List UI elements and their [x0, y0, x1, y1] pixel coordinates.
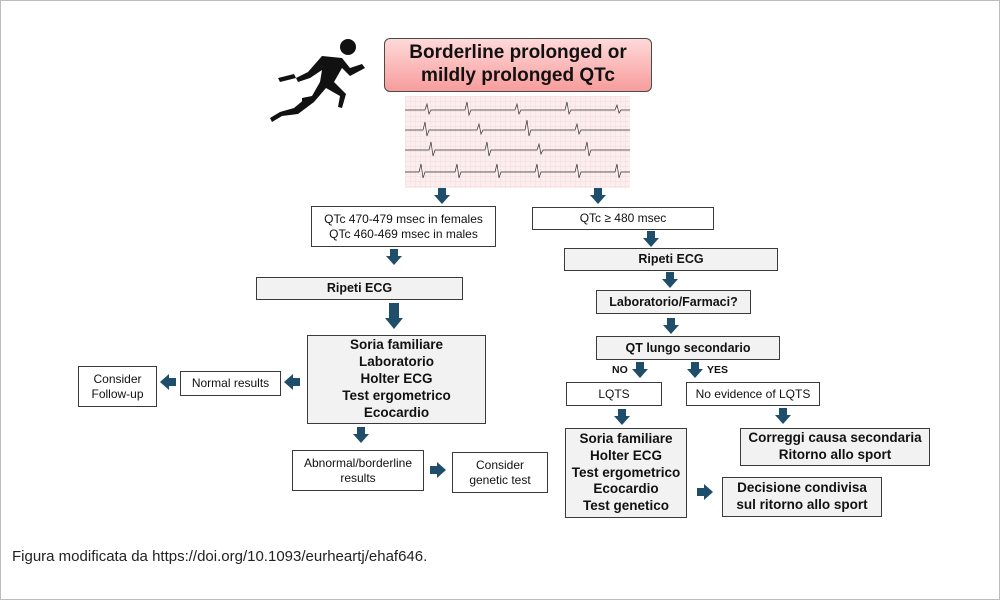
down-arrow-icon	[632, 362, 648, 378]
criteria-480: QTc ≥ 480 msec	[579, 211, 667, 226]
title-line-1: Borderline prolonged or	[409, 42, 627, 64]
lqts-box: LQTS	[566, 382, 662, 406]
workup-item: Holter ECG	[589, 447, 662, 463]
abnormal-results-box: Abnormal/borderline results	[292, 450, 424, 491]
consider-label: Consider	[93, 372, 142, 387]
down-arrow-icon	[590, 188, 606, 204]
title-line-2: mildly prolonged QTc	[421, 65, 615, 86]
followup-label: Follow-up	[91, 386, 144, 401]
workup-item: Test ergometrico	[571, 464, 681, 480]
consider-followup-box: Consider Follow-up	[78, 366, 157, 407]
down-arrow-icon	[386, 249, 402, 265]
results-label: results	[340, 470, 376, 485]
left-workup-box: Soria familiare Laboratorio Holter ECG T…	[307, 335, 486, 424]
normal-results-label: Normal results	[191, 376, 270, 391]
return-sport-label: Ritorno allo sport	[778, 447, 892, 462]
secondary-lqt-label: QT lungo secondario	[625, 340, 751, 355]
down-arrow-icon	[662, 272, 678, 288]
down-arrow-icon	[775, 408, 791, 424]
right-workup-box: Soria familiare Holter ECG Test ergometr…	[565, 428, 687, 518]
left-repeat-ecg-label: Ripeti ECG	[326, 281, 393, 295]
title-box: Borderline prolonged or mildly prolonged…	[384, 38, 652, 92]
shared-decision-box: Decisione condivisa sul ritorno allo spo…	[722, 477, 882, 517]
down-arrow-icon	[434, 188, 450, 204]
correct-cause-box: Correggi causa secondaria Ritorno allo s…	[740, 428, 930, 466]
normal-results-box: Normal results	[180, 371, 281, 396]
workup-item: Laboratorio	[358, 354, 434, 370]
right-repeat-ecg-label: Ripeti ECG	[638, 252, 704, 266]
workup-item: Holter ECG	[360, 371, 433, 387]
return-sport-label: sul ritorno allo sport	[736, 497, 868, 512]
no-label: NO	[612, 364, 628, 376]
running-person-icon	[270, 39, 365, 122]
workup-item: Ecocardio	[593, 481, 659, 497]
left-arrow-icon	[160, 374, 176, 390]
lab-drugs-label: Laboratorio/Farmaci?	[609, 294, 738, 309]
consider-genetic-box: Consider genetic test	[452, 452, 548, 493]
figure-caption: Figura modificata da https://doi.org/10.…	[12, 548, 428, 565]
workup-item: Soria familiare	[349, 337, 444, 353]
down-arrow-icon	[663, 318, 679, 334]
down-arrow-icon	[385, 303, 403, 329]
correct-cause-label: Correggi causa secondaria	[748, 430, 922, 446]
down-arrow-icon	[614, 409, 630, 425]
left-repeat-ecg-box: Ripeti ECG	[256, 277, 463, 300]
abnormal-label: Abnormal/borderline	[303, 456, 413, 471]
down-arrow-icon	[353, 427, 369, 443]
right-arrow-icon	[430, 462, 446, 478]
genetic-test-label: genetic test	[469, 472, 531, 487]
left-criteria-box: QTc 470-479 msec in females QTc 460-469 …	[311, 206, 496, 247]
right-repeat-ecg-box: Ripeti ECG	[564, 248, 778, 271]
no-evidence-label: No evidence of LQTS	[695, 386, 811, 401]
right-arrow-icon	[697, 484, 713, 500]
workup-item: Ecocardio	[363, 404, 430, 420]
ecg-strip-image	[405, 96, 630, 188]
right-criteria-box: QTc ≥ 480 msec	[532, 207, 714, 230]
left-arrow-icon	[284, 374, 300, 390]
consider-label: Consider	[475, 458, 525, 473]
workup-item: Soria familiare	[579, 430, 673, 446]
criteria-females: QTc 470-479 msec in females	[324, 212, 483, 227]
workup-item: Test genetico	[582, 498, 670, 514]
lqts-label: LQTS	[598, 386, 630, 401]
no-evidence-box: No evidence of LQTS	[686, 382, 820, 406]
down-arrow-icon	[687, 362, 703, 378]
lab-drugs-box: Laboratorio/Farmaci?	[596, 290, 751, 314]
secondary-lqt-box: QT lungo secondario	[596, 336, 780, 360]
yes-label: YES	[707, 364, 729, 376]
workup-item: Test ergometrico	[342, 387, 451, 403]
shared-decision-label: Decisione condivisa	[737, 480, 867, 496]
down-arrow-icon	[643, 231, 659, 247]
criteria-males: QTc 460-469 msec in males	[329, 226, 478, 241]
